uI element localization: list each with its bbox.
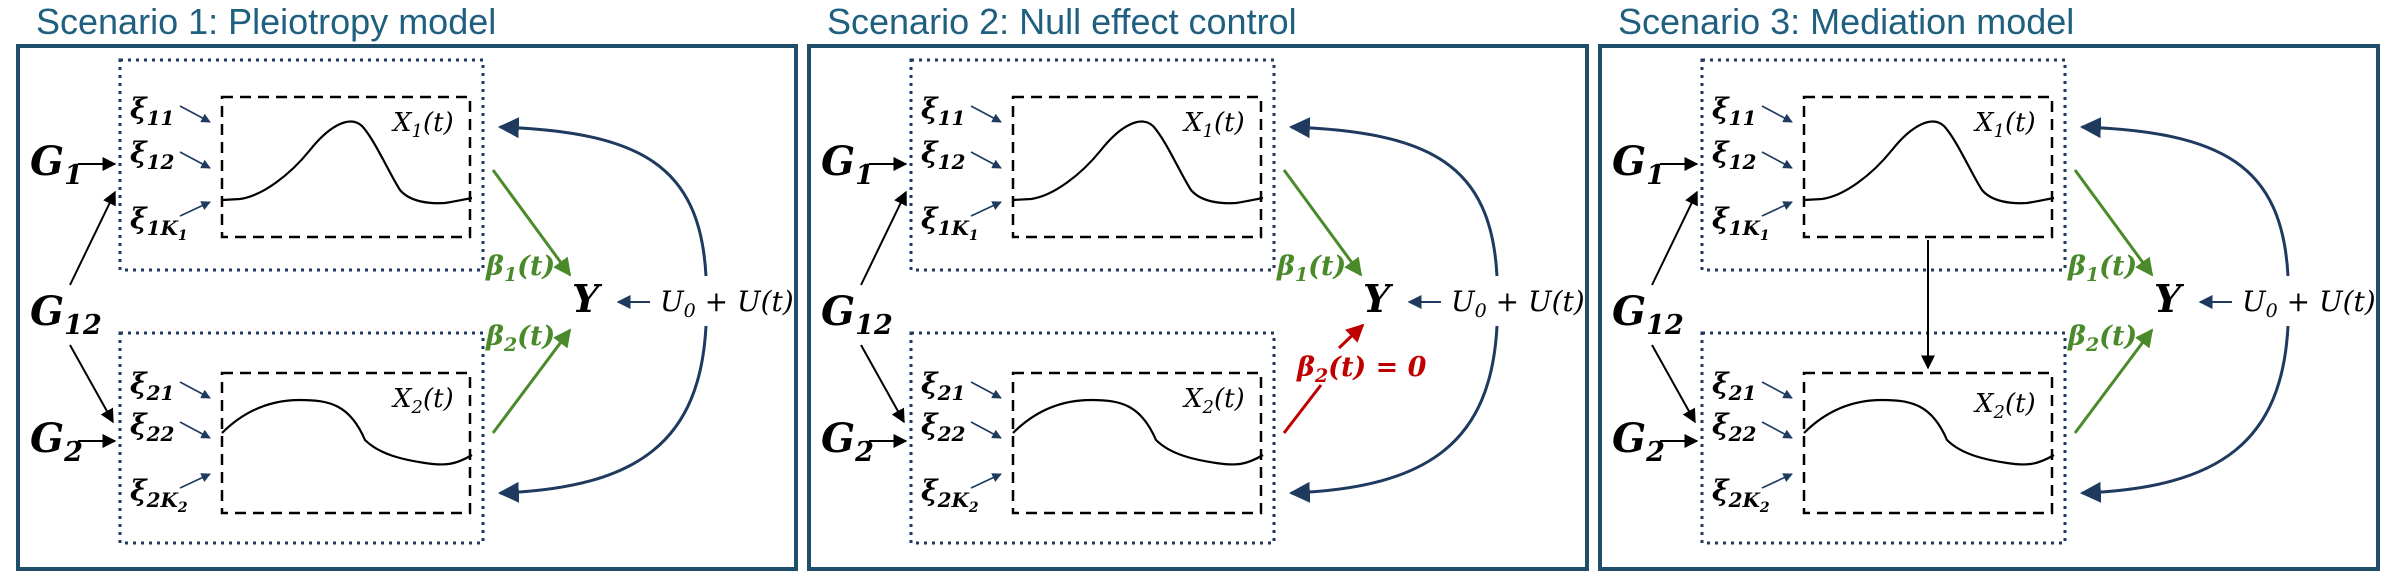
xi-21-label: ξ21: [1712, 367, 1756, 405]
x2-dotted-group: [1700, 331, 2067, 545]
beta1-arrow: [1282, 169, 1363, 277]
beta1-label: β1(t): [2067, 251, 2137, 286]
g12-label: G12: [821, 288, 893, 341]
x1-dashed-box: [1802, 95, 2054, 239]
g12-label: G12: [30, 288, 102, 341]
scenario-title: Scenario 1: Pleiotropy model: [36, 1, 496, 42]
xi-22-label: ξ22: [1712, 408, 1757, 446]
beta2-null-label: β2(t) = 0: [1296, 352, 1427, 387]
x2-dotted-group: [909, 331, 1276, 545]
u-to-x2-arrow: [497, 325, 708, 503]
x1-label: X1(t): [391, 108, 454, 142]
g1-label: G1: [30, 138, 83, 191]
beta2-arrow: [2073, 328, 2154, 434]
x1-dashed-box: [1011, 95, 1263, 239]
u-label: U0 + U(t): [2242, 285, 2376, 322]
gene-arrows: [860, 157, 908, 448]
xi-22-label: ξ22: [130, 408, 175, 446]
x2-curve: [221, 398, 473, 466]
beta2-arrow: [491, 328, 572, 434]
beta2-null-arrow-upper: [1337, 323, 1365, 350]
xi-11-label: ξ11: [1712, 92, 1756, 130]
beta2-null-arrow-lower: [1282, 384, 1323, 434]
xi-11-label: ξ11: [921, 92, 965, 130]
x2-label: X2(t): [1973, 389, 2036, 423]
scenario-frame: [1598, 44, 2380, 571]
scenario-1-panel: Scenario 1: Pleiotropy model X1(t) X2(t)…: [16, 1, 798, 571]
xi-12-label: ξ12: [130, 136, 175, 174]
beta1-arrow: [2073, 169, 2154, 277]
x1-curve: [221, 120, 473, 205]
xi-1k-label: ξ1K1: [921, 202, 979, 244]
g2-label: G2: [1612, 415, 1665, 468]
xi-11-label: ξ11: [130, 92, 174, 130]
x2-label: X2(t): [391, 384, 454, 418]
x1-label: X1(t): [1182, 108, 1245, 142]
u-to-x1-arrow: [2079, 117, 2290, 277]
beta1-label: β1(t): [1276, 251, 1346, 286]
x1-dotted-group: [118, 58, 485, 272]
xi-loading-arrows: [179, 105, 211, 489]
scenario-3-panel: Scenario 3: Mediation model X1(t) X2(t) …: [1598, 1, 2380, 571]
x2-label: X2(t): [1182, 384, 1245, 418]
xi-21-label: ξ21: [921, 367, 965, 405]
x2-dotted-group: [118, 331, 485, 545]
beta1-arrow: [491, 169, 572, 277]
xi-loading-arrows: [1761, 105, 1793, 489]
xi-2k-label: ξ2K2: [921, 474, 979, 516]
y-outcome-label: Y: [572, 276, 603, 321]
x1-dotted-group: [909, 58, 1276, 272]
x2-dashed-box: [1011, 371, 1263, 515]
g1-label: G1: [1612, 138, 1665, 191]
u-to-x1-arrow: [1288, 117, 1499, 277]
xi-1k-label: ξ1K1: [130, 202, 188, 244]
xi-loading-arrows: [970, 105, 1002, 489]
u-to-x1-arrow: [497, 117, 708, 277]
y-outcome-label: Y: [2154, 276, 2185, 321]
x2-curve: [1803, 398, 2055, 466]
u-label: U0 + U(t): [660, 285, 794, 322]
x2-dashed-box: [1802, 371, 2054, 515]
x1-dashed-box: [220, 95, 472, 239]
beta2-label: β2(t): [485, 321, 555, 356]
u-to-x2-arrow: [2079, 325, 2290, 503]
x1-dotted-group: [1700, 58, 2067, 272]
g1-label: G1: [821, 138, 874, 191]
gene-arrows: [69, 157, 117, 448]
y-outcome-label: Y: [1363, 276, 1394, 321]
g12-label: G12: [1612, 288, 1684, 341]
xi-12-label: ξ12: [921, 136, 966, 174]
gene-arrows: [1651, 157, 1699, 448]
x1-curve: [1012, 120, 1264, 205]
scenario-2-panel: Scenario 2: Null effect control X1(t) X2…: [807, 1, 1589, 571]
beta2-label: β2(t): [2067, 321, 2137, 356]
xi-2k-label: ξ2K2: [130, 474, 188, 516]
xi-22-label: ξ22: [921, 408, 966, 446]
x2-curve: [1012, 398, 1264, 466]
xi-12-label: ξ12: [1712, 136, 1757, 174]
g2-label: G2: [821, 415, 874, 468]
g2-label: G2: [30, 415, 83, 468]
xi-21-label: ξ21: [130, 367, 174, 405]
x1-label: X1(t): [1973, 108, 2036, 142]
x1-curve: [1803, 120, 2055, 205]
beta1-label: β1(t): [485, 251, 555, 286]
xi-1k-label: ξ1K1: [1712, 202, 1770, 244]
scenario-title: Scenario 2: Null effect control: [827, 1, 1297, 42]
scenario-frame: [807, 44, 1589, 571]
x2-dashed-box: [220, 371, 472, 515]
u-to-x2-arrow: [1288, 325, 1499, 503]
scenario-frame: [16, 44, 798, 571]
xi-2k-label: ξ2K2: [1712, 474, 1770, 516]
scenario-title: Scenario 3: Mediation model: [1618, 1, 2074, 42]
u-label: U0 + U(t): [1451, 285, 1585, 322]
